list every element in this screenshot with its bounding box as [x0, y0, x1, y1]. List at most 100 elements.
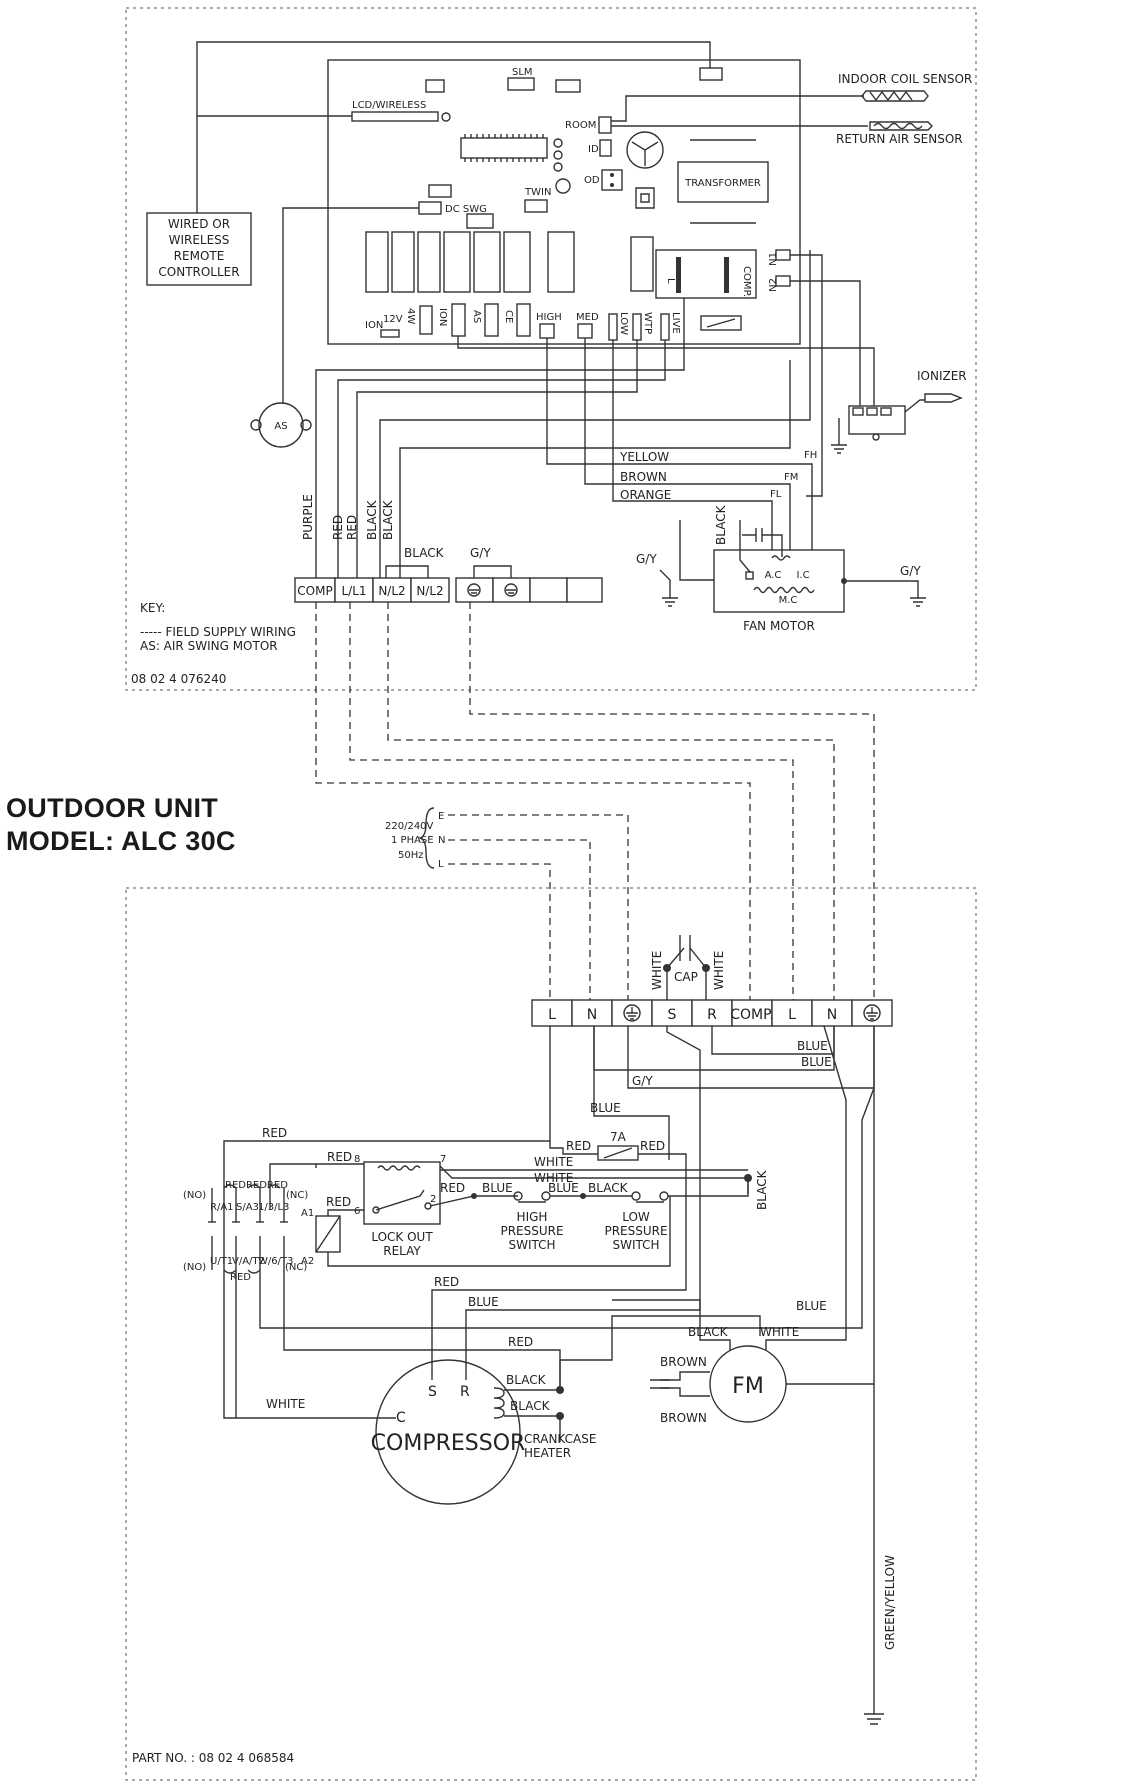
crankcase-heater-coil [493, 1387, 505, 1419]
wire [549, 1141, 598, 1155]
connector [466, 213, 494, 229]
wire [356, 340, 638, 578]
motor-mount [300, 419, 312, 431]
wire [660, 1387, 710, 1397]
motor-mount [250, 419, 262, 431]
wire [399, 360, 791, 578]
outdoor-unit-frame [125, 887, 977, 1781]
relay-row [365, 231, 575, 293]
wire [327, 1209, 364, 1216]
wire [196, 41, 711, 213]
fan-capacitor [650, 1379, 670, 1389]
no-bottom-label: (NO) [183, 1262, 206, 1273]
k-terminal-6: W/6/T3 [258, 1256, 293, 1267]
black-switch-label: BLACK [588, 1181, 629, 1195]
ic-label: I.C [796, 570, 809, 581]
outdoor-terminal-label: L [788, 1007, 796, 1023]
relay-switch [375, 1189, 425, 1211]
black-wire-label-1: BLACK [365, 499, 379, 540]
as-connector [484, 303, 499, 337]
ce-connector [516, 303, 531, 337]
n1-label: N1 [768, 252, 779, 266]
led [553, 150, 563, 160]
wire [739, 520, 751, 573]
nc-top-label: (NC) [286, 1190, 308, 1201]
red-relay-label: RED [440, 1181, 465, 1195]
n2-label: N2 [768, 278, 779, 292]
air-swing-motor [258, 402, 304, 448]
pin [610, 183, 614, 187]
wire [612, 1299, 731, 1350]
od-connector [601, 169, 623, 191]
k-terminal-5: V/A/T2 [232, 1256, 265, 1267]
indoor-terminal-label: N/L2 [416, 584, 443, 598]
led [553, 162, 563, 172]
white-label-3: WHITE [534, 1155, 573, 1169]
connector [699, 67, 723, 81]
black-fm-label: BLACK [688, 1325, 729, 1339]
transformer-label: TRANSFORMER [684, 178, 761, 189]
high-connector [539, 323, 555, 339]
low-connector [608, 313, 618, 341]
outdoor-unit-heading: OUTDOOR UNIT [6, 793, 219, 823]
earth-icon-detail [866, 1007, 878, 1020]
earth-icon [467, 583, 481, 597]
red-a1-label: RED [326, 1195, 351, 1209]
ionizer-label: IONIZER [917, 369, 967, 383]
wire [259, 1087, 875, 1329]
hps-label-1: HIGH [517, 1210, 548, 1224]
fan-motor-box [713, 549, 845, 613]
room-label: ROOM [565, 120, 596, 131]
wire [473, 565, 512, 578]
fuse-holder [635, 187, 655, 209]
red-fuse-left: RED [566, 1139, 591, 1153]
outdoor-terminal-label: L [548, 1007, 556, 1023]
wire [223, 1026, 551, 1419]
earth-icon-detail [469, 589, 479, 594]
junction [556, 1412, 564, 1420]
red8-label: RED [327, 1150, 352, 1164]
wire [904, 399, 925, 413]
wire [327, 1196, 671, 1267]
indoor-unit: WIRED OR WIRELESS REMOTE CONTROLLER SLM … [125, 7, 977, 691]
compressor-r: R [460, 1384, 470, 1400]
wire [546, 338, 813, 556]
fh-label: FH [804, 450, 817, 461]
wtp-label: WTP [642, 312, 653, 334]
gy-label-1: G/Y [470, 546, 491, 560]
a2-label: A2 [301, 1256, 314, 1267]
ac-label: A.C [765, 570, 782, 581]
gy-label-3: G/Y [900, 564, 921, 578]
supply-wire-n [448, 839, 591, 1000]
relay-pin-7: 7 [440, 1154, 446, 1165]
blue-comp-label: BLUE [468, 1295, 499, 1309]
wire [790, 254, 823, 497]
ground-icon [910, 597, 926, 607]
yellow-wire-label: YELLOW [619, 450, 669, 464]
relay-pin-2: 2 [430, 1194, 436, 1205]
pin [872, 433, 880, 441]
low-label: LOW [618, 312, 629, 335]
supply-frequency: 50Hz [398, 850, 424, 861]
gy-label: G/Y [632, 1074, 653, 1088]
indoor-coil-sensor [861, 90, 929, 102]
wire [611, 95, 864, 122]
field-wire [387, 602, 835, 1000]
outdoor-terminal [571, 999, 613, 1027]
ground-icon [831, 444, 847, 454]
wire [765, 1025, 847, 1350]
field-wiring: 220/240V 1 PHASE 50Hz E N L [315, 602, 875, 1000]
outdoor-fm-label: FM [732, 1374, 764, 1399]
nc-bottom-label: (NC) [285, 1262, 307, 1273]
twin-connector [524, 199, 548, 213]
supply-l: L [438, 859, 444, 870]
blue-label-2: BLUE [801, 1055, 832, 1069]
compressor-s: S [428, 1384, 437, 1400]
field-wire [469, 602, 875, 1000]
indoor-terminal [372, 577, 412, 603]
dc-swg-label: DC SWG [445, 204, 487, 215]
key-line-1: ----- FIELD SUPPLY WIRING [140, 625, 296, 639]
contactor-link [223, 1269, 261, 1274]
med-label: MED [576, 312, 599, 323]
indoor-terminal-label: COMP [297, 584, 332, 598]
